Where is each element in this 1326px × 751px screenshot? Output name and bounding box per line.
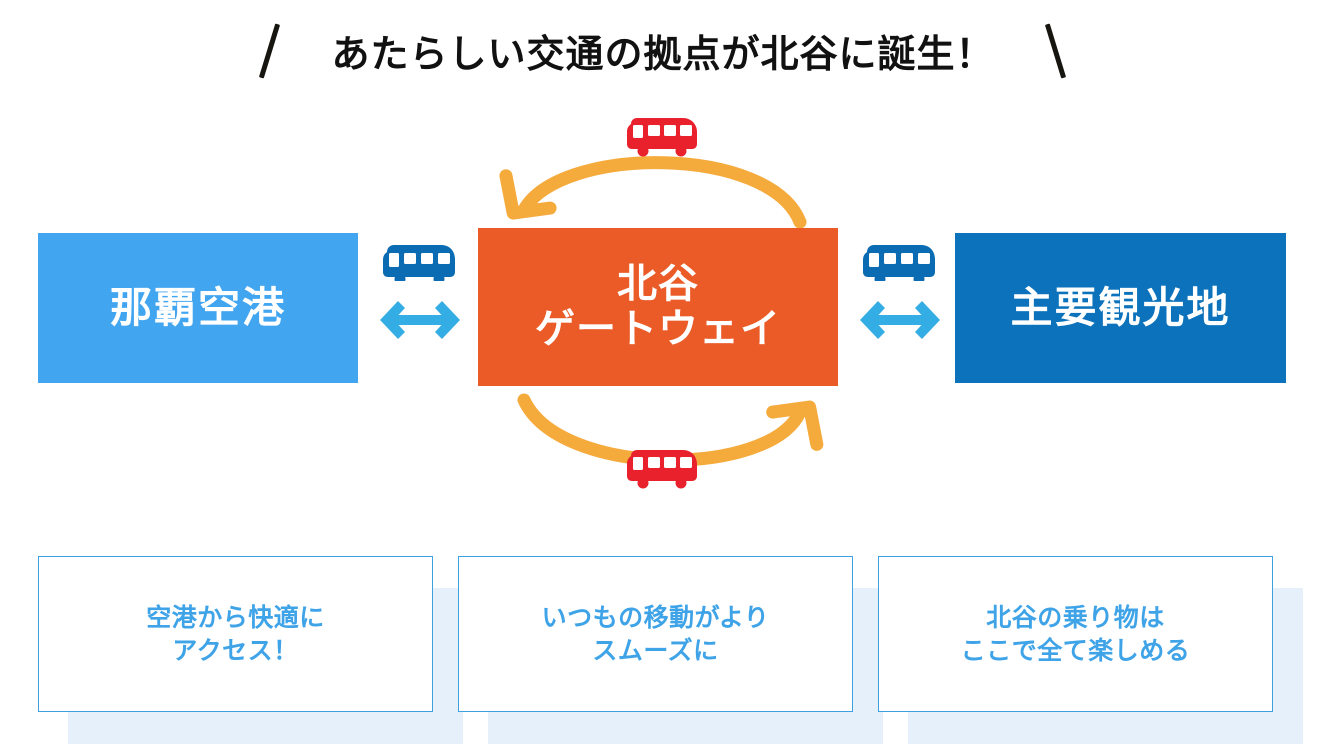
page-title: あたらしい交通の拠点が北谷に誕生！ [331,31,995,76]
connector-gateway-to-sightseeing [852,245,948,370]
connector-airport-to-gateway [372,245,468,370]
node-major-sightseeing[interactable]: 主要観光地 [955,233,1286,383]
node-major-sightseeing-label: 主要観光地 [1010,283,1231,333]
hub-diagram: 那覇空港 北谷 ゲートウェイ [0,100,1326,520]
node-chatan-gateway-label-line1: 北谷 [617,261,699,308]
card-smooth-travel-wrapper: いつもの移動がより スムーズに [458,556,883,744]
card-line1: 北谷の乗り物は [986,602,1165,632]
card-line2: スムーズに [592,636,719,665]
decorative-slash-right-icon [1039,21,1073,79]
red-bus-icon-top [627,118,697,157]
card-all-transport-text: 北谷の乗り物は ここで全て楽しめる [961,601,1191,668]
double-arrow-icon [380,301,460,339]
card-all-transport[interactable]: 北谷の乗り物は ここで全て楽しめる [878,556,1273,712]
bus-icon [863,245,935,281]
card-airport-access-text: 空港から快適に アクセス！ [146,601,325,668]
circulation-arcs [499,118,824,489]
card-smooth-travel-text: いつもの移動がより スムーズに [542,601,770,668]
node-naha-airport[interactable]: 那覇空港 [38,233,358,383]
card-line2: ここで全て楽しめる [960,636,1191,665]
card-line1: 空港から快適に [146,602,325,632]
bus-icon [383,245,455,281]
node-chatan-gateway-label-line2: ゲートウェイ [535,306,781,352]
top-arc-path [517,156,807,229]
card-smooth-travel[interactable]: いつもの移動がより スムーズに [458,556,853,712]
card-line1: いつもの移動がより [541,602,770,632]
bottom-arc-arrowhead [766,400,824,451]
double-arrow-icon [860,301,940,339]
top-arc-arrowhead [499,169,557,220]
node-chatan-gateway[interactable]: 北谷 ゲートウェイ [478,228,838,386]
node-naha-airport-label: 那覇空港 [109,283,286,333]
page-title-row: あたらしい交通の拠点が北谷に誕生！ [0,14,1326,86]
benefit-cards: 空港から快適に アクセス！ いつもの移動がより スムーズに 北谷の乗り物は ここ… [0,545,1326,751]
card-airport-access[interactable]: 空港から快適に アクセス！ [38,556,433,712]
decorative-slash-left-icon [253,21,287,79]
card-all-transport-wrapper: 北谷の乗り物は ここで全て楽しめる [878,556,1303,744]
red-bus-icon-bottom [627,450,697,489]
card-line2: アクセス！ [172,636,299,665]
card-airport-access-wrapper: 空港から快適に アクセス！ [38,556,463,744]
